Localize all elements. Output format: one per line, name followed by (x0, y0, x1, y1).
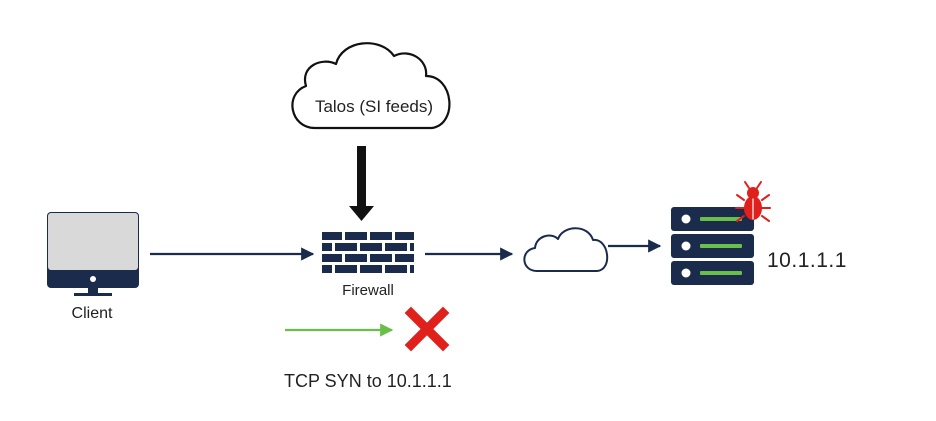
server-ip-label: 10.1.1.1 (767, 249, 847, 272)
talos-cloud-icon (291, 42, 451, 130)
firewall-icon (322, 232, 414, 273)
legend-label: TCP SYN to 10.1.1.1 (284, 371, 452, 391)
malware-bug-icon (735, 181, 771, 222)
internet-cloud-icon (523, 227, 609, 272)
feed-down-arrow (349, 146, 374, 221)
talos-cloud-label: Talos (SI feeds) (314, 97, 434, 116)
server-rack-icon (671, 207, 754, 285)
client-label: Client (71, 305, 113, 322)
firewall-label: Firewall (342, 282, 394, 299)
blocked-x-icon (404, 306, 450, 352)
client-monitor-icon (47, 212, 139, 296)
